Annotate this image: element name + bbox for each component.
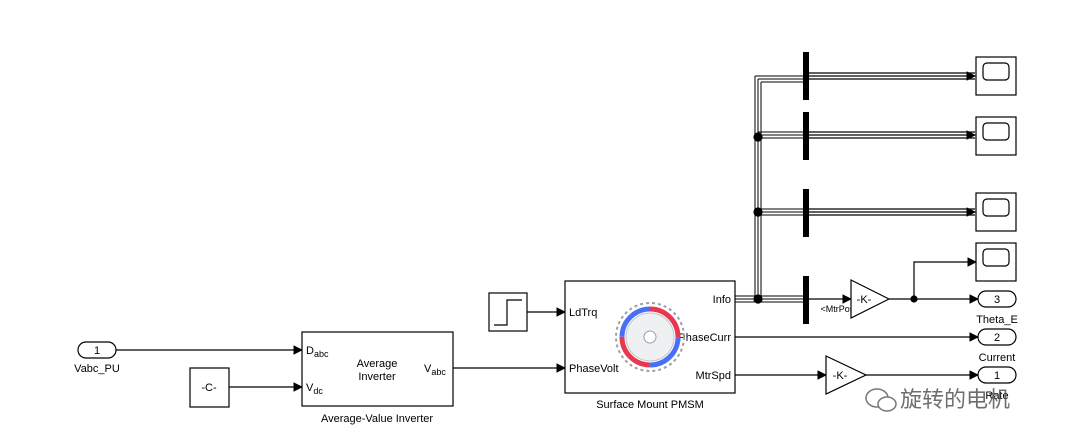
outport-label: Rate bbox=[985, 390, 1008, 402]
outport-rate[interactable]: 1 Rate bbox=[977, 366, 1017, 402]
bus-selectors[interactable] bbox=[803, 52, 809, 324]
scopes[interactable] bbox=[975, 56, 1017, 282]
inport-number: 1 bbox=[94, 345, 100, 357]
gain-bottom[interactable]: -K- bbox=[825, 355, 868, 395]
scope-2 bbox=[975, 116, 1017, 156]
inverter-out-port-sub: abc bbox=[431, 367, 446, 377]
motor-in-port: LdTrq bbox=[569, 307, 597, 319]
outport-label: Theta_E bbox=[976, 314, 1018, 326]
bus-selector-1 bbox=[803, 52, 809, 100]
junction-dot bbox=[753, 132, 763, 142]
watermark: 旋转的电机 bbox=[865, 387, 1010, 412]
inverter-port-d-sub: abc bbox=[314, 349, 329, 359]
watermark-text: 旋转的电机 bbox=[900, 387, 1010, 412]
outport-label: Current bbox=[979, 352, 1016, 364]
bus-selector-2 bbox=[803, 112, 809, 160]
outport-current[interactable]: 2 Current bbox=[977, 328, 1017, 364]
junction-dot bbox=[753, 207, 763, 217]
junction-dot bbox=[753, 294, 763, 304]
scope-1 bbox=[975, 56, 1017, 96]
inverter-block[interactable]: Dabc Vdc Average Inverter Vabc Average-V… bbox=[301, 331, 454, 425]
bus-selector-outputs bbox=[809, 71, 976, 217]
scope-3 bbox=[975, 192, 1017, 232]
inverter-title-1: Average bbox=[357, 358, 398, 370]
signal-lines bbox=[116, 71, 979, 392]
outport-number: 2 bbox=[994, 332, 1000, 344]
inport-label: Vabc_PU bbox=[74, 363, 120, 375]
svg-text:Dabc: Dabc bbox=[306, 345, 329, 359]
inverter-out-port: V bbox=[424, 363, 432, 375]
outport-theta[interactable]: 3 Theta_E bbox=[976, 290, 1018, 326]
svg-text:Vdc: Vdc bbox=[306, 382, 323, 396]
selector-signal-label: <MtrPos> bbox=[820, 304, 859, 314]
motor-icon bbox=[615, 302, 685, 372]
line-theta-to-scope bbox=[913, 257, 977, 299]
inport-vabc[interactable]: 1 Vabc_PU bbox=[74, 341, 120, 375]
wechat-icon bbox=[865, 388, 897, 412]
inverter-port-v-sub: dc bbox=[313, 386, 323, 396]
motor-in-port: PhaseVolt bbox=[569, 363, 619, 375]
gain-bottom-value: -K- bbox=[833, 370, 848, 382]
inverter-title-2: Inverter bbox=[358, 371, 396, 383]
motor-out-port: Info bbox=[713, 294, 731, 306]
junction-dot bbox=[910, 295, 918, 303]
motor-out-port: PhaseCurr bbox=[678, 332, 731, 344]
gain-top[interactable]: -K- bbox=[850, 279, 891, 319]
info-bus bbox=[735, 75, 803, 303]
constant-value: -C- bbox=[201, 382, 217, 394]
inverter-caption: Average-Value Inverter bbox=[321, 413, 433, 425]
motor-out-port: MtrSpd bbox=[696, 370, 731, 382]
pmsm-block[interactable]: LdTrq PhaseVolt Info PhaseCurr MtrSpd Su… bbox=[564, 280, 736, 411]
gain-top-value: -K- bbox=[857, 294, 872, 306]
inverter-port-d: D bbox=[306, 345, 314, 357]
outport-number: 3 bbox=[994, 294, 1000, 306]
inverter-port-v: V bbox=[306, 382, 314, 394]
motor-caption: Surface Mount PMSM bbox=[596, 399, 704, 411]
outport-number: 1 bbox=[994, 370, 1000, 382]
step-icon bbox=[494, 299, 522, 326]
scope-4 bbox=[975, 242, 1017, 282]
bus-selector-3 bbox=[803, 189, 809, 237]
bus-selector-4 bbox=[803, 276, 809, 324]
constant-block[interactable]: -C- bbox=[189, 367, 230, 408]
step-block[interactable] bbox=[488, 292, 528, 332]
svg-text:Vabc: Vabc bbox=[424, 363, 446, 377]
